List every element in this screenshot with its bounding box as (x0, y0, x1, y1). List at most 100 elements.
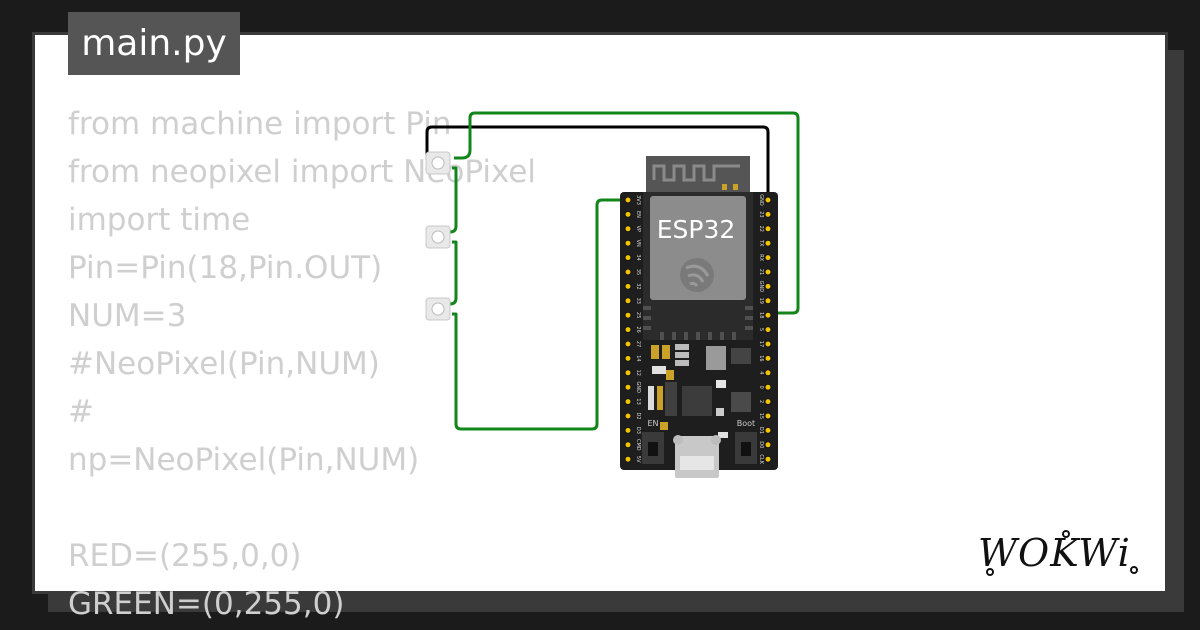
right-pin-label: D1 (758, 427, 764, 434)
left-pin-label: EN (635, 211, 641, 218)
left-pin[interactable] (624, 239, 632, 247)
left-pin[interactable] (624, 254, 632, 262)
right-pin-label: 21 (758, 269, 764, 275)
usb-screw-right (711, 435, 721, 445)
espressif-logo-icon (680, 258, 714, 292)
code-line[interactable]: from machine import Pin (68, 106, 452, 142)
neopixel-3[interactable] (425, 297, 451, 321)
antenna-trace (652, 164, 740, 182)
right-pin[interactable] (764, 282, 772, 290)
right-pin[interactable] (764, 196, 772, 204)
left-pin[interactable] (624, 412, 632, 420)
right-pin[interactable] (764, 383, 772, 391)
right-pin[interactable] (764, 354, 772, 362)
left-pin-label: GND (635, 381, 641, 393)
left-pin[interactable] (624, 383, 632, 391)
right-pin-label: CLK (758, 454, 764, 464)
right-pin-label: 15 (758, 413, 764, 419)
left-pin[interactable] (624, 282, 632, 290)
usb-port[interactable] (673, 435, 721, 478)
code-line[interactable]: NUM=3 (68, 298, 187, 334)
left-pin[interactable] (624, 225, 632, 233)
right-pin[interactable] (764, 412, 772, 420)
left-pin[interactable] (624, 369, 632, 377)
right-pin-label: 5 (758, 328, 764, 331)
boot-button[interactable]: Boot (735, 419, 757, 464)
right-pin-label: GND (758, 281, 764, 293)
module-shield (650, 196, 746, 300)
left-pin[interactable] (624, 196, 632, 204)
left-pin[interactable] (624, 326, 632, 334)
wire-3v3-power[interactable] (452, 198, 628, 431)
code-line[interactable]: Pin=Pin(18,Pin.OUT) (68, 250, 383, 286)
right-pin[interactable] (764, 441, 772, 449)
left-pin-label: 13 (635, 398, 641, 404)
code-editor[interactable]: from machine import Pin from neopixel imp… (68, 100, 768, 622)
code-line[interactable]: import time (68, 202, 251, 238)
en-button[interactable]: EN (642, 419, 664, 464)
left-pin-label: 32 (635, 283, 641, 289)
left-pin-label: 33 (635, 298, 641, 304)
right-pin[interactable] (764, 239, 772, 247)
right-pin[interactable] (764, 311, 772, 319)
code-line[interactable]: RED=(255,0,0) (68, 538, 302, 574)
right-pin[interactable] (764, 268, 772, 276)
right-pin[interactable] (764, 297, 772, 305)
wokwi-logo[interactable]: WOKWi (976, 526, 1151, 578)
right-pin-label: 23 (758, 211, 764, 217)
right-pin-label: 19 (758, 298, 764, 304)
code-line[interactable]: # (68, 394, 94, 430)
left-pin-label: D3 (635, 427, 641, 434)
left-pin-label: D2 (635, 412, 641, 419)
wire-data-pin18[interactable] (454, 111, 800, 315)
wire-led2-to-led3[interactable] (446, 240, 458, 306)
antenna-pad-2 (733, 184, 738, 190)
right-pin-label: 2 (758, 400, 764, 403)
left-pin[interactable] (624, 398, 632, 406)
right-pin[interactable] (764, 455, 772, 463)
code-line[interactable]: np=NeoPixel(Pin,NUM) (68, 442, 420, 478)
right-pin[interactable] (764, 340, 772, 348)
left-pin[interactable] (624, 354, 632, 362)
right-pin[interactable] (764, 326, 772, 334)
en-label: EN (647, 419, 658, 428)
left-pin[interactable] (624, 268, 632, 276)
right-pin[interactable] (764, 210, 772, 218)
left-pin[interactable] (624, 455, 632, 463)
code-line[interactable]: from neopixel import NeoPixel (68, 154, 537, 190)
left-pin-label: 26 (635, 326, 641, 332)
right-pin-label: GND (758, 194, 764, 206)
usb-screw-left (673, 435, 683, 445)
code-line[interactable]: #NeoPixel(Pin,NUM) (68, 346, 380, 382)
boot-label: Boot (737, 419, 755, 428)
left-pin-header: 3V3ENVPVN343532332526271412GND13D2D3CMD5… (624, 195, 641, 463)
neopixel-2[interactable] (425, 225, 451, 249)
left-pin[interactable] (624, 426, 632, 434)
left-pin[interactable] (624, 311, 632, 319)
right-pin-label: 4 (758, 371, 764, 374)
left-pin[interactable] (624, 210, 632, 218)
right-pin[interactable] (764, 369, 772, 377)
left-pin[interactable] (624, 340, 632, 348)
file-tab[interactable]: main.py (68, 12, 240, 75)
wokwi-logo-text: WOKWi (978, 531, 1131, 575)
wire-led1-to-led2[interactable] (446, 166, 458, 234)
esp32-board[interactable]: ESP32 (620, 156, 778, 478)
neopixel-1[interactable] (425, 151, 451, 175)
code-line[interactable]: GREEN=(0,255,0) (68, 586, 345, 622)
right-pin[interactable] (764, 254, 772, 262)
left-pin[interactable] (624, 297, 632, 305)
left-pin-label: 27 (635, 341, 641, 347)
left-pin-label: 35 (635, 269, 641, 275)
right-pin-label: 22 (758, 226, 764, 232)
left-pin[interactable] (624, 441, 632, 449)
right-pin[interactable] (764, 398, 772, 406)
wire-gnd-black[interactable] (425, 125, 770, 196)
right-pin[interactable] (764, 225, 772, 233)
module-castellations (643, 306, 753, 340)
right-pin[interactable] (764, 426, 772, 434)
left-pin-label: 5V (635, 456, 641, 463)
antenna-pad-1 (722, 184, 727, 190)
